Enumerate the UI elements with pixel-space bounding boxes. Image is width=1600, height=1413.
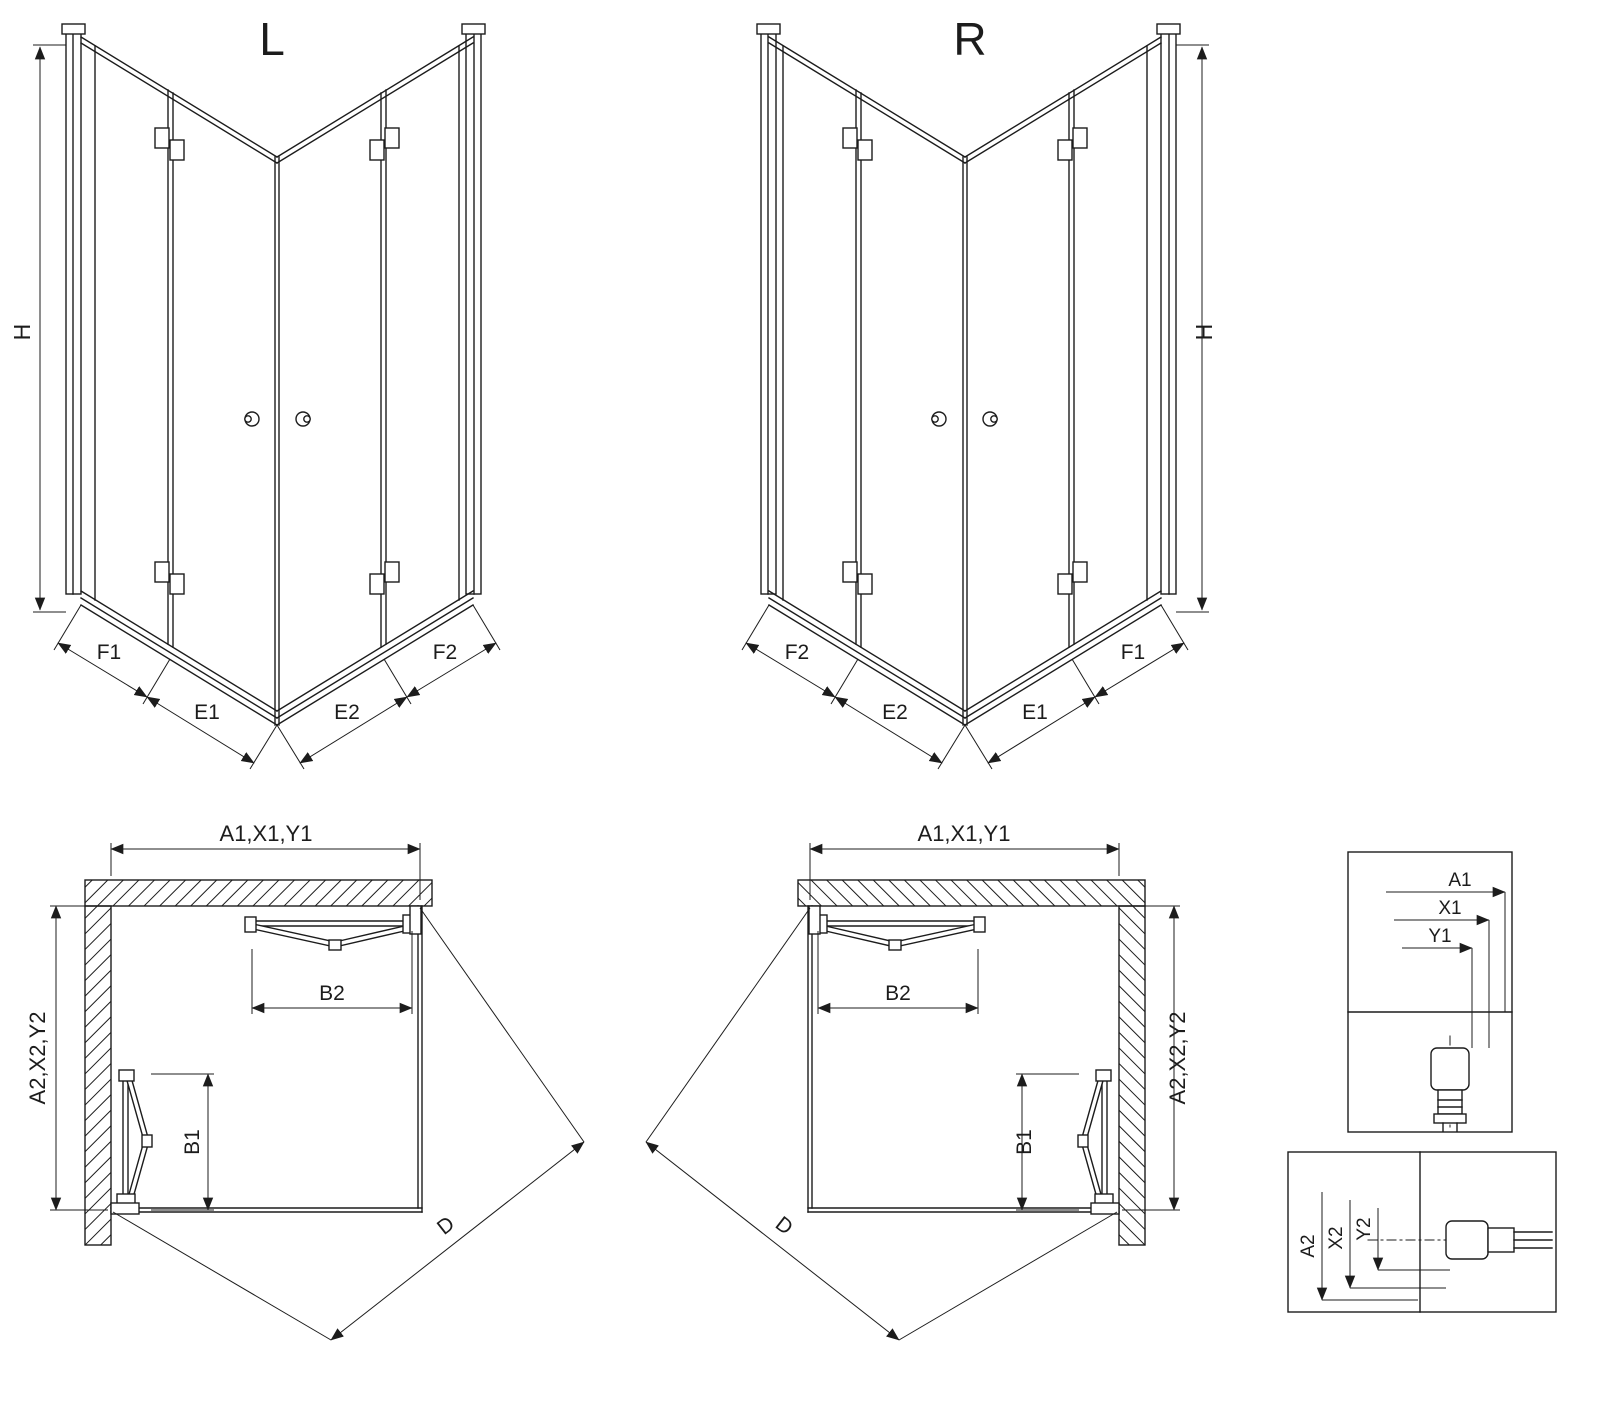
- perspective-view-left: L H F1 E1 E2 F2: [9, 13, 500, 769]
- dim-label-seg4-right: F1: [1121, 641, 1146, 664]
- detail-top-x1-label: X1: [1438, 898, 1461, 919]
- dim-label-seg1-right: F2: [785, 641, 810, 664]
- detail-top-dimensions: [1386, 886, 1506, 1048]
- dim-label-seg2-right: E2: [882, 701, 908, 724]
- detail-top-frame: [1347, 851, 1513, 1133]
- dim-label-seg1-left: F1: [97, 641, 122, 664]
- plan-left-b1-label: B1: [181, 1129, 204, 1155]
- dim-label-height-right: H: [1191, 324, 1217, 341]
- plan-right-b1-label: B1: [1013, 1129, 1036, 1155]
- detail-top-a1-label: A1: [1448, 870, 1471, 891]
- plan-right-depth-label: A2,X2,Y2: [1165, 1012, 1190, 1105]
- detail-bottom-profile: [1367, 1220, 1553, 1260]
- plan-left-b2-label: B2: [319, 982, 345, 1005]
- detail-view-bottom: A2 X2 Y2: [1287, 1151, 1557, 1313]
- detail-bottom-x2-label: X2: [1326, 1226, 1347, 1249]
- view-title-right: R: [953, 13, 986, 65]
- plan-right-diagonal-label: D: [771, 1212, 797, 1239]
- plan-left-depth-label: A2,X2,Y2: [25, 1012, 50, 1105]
- plan-left-geometry: [50, 843, 584, 1340]
- dim-label-height-left: H: [9, 324, 35, 341]
- perspective-view-right: R H F2 E2 E1 F1: [742, 13, 1217, 769]
- detail-bottom-frame: [1287, 1151, 1557, 1313]
- detail-top-profile: [1430, 1035, 1470, 1132]
- view-title-left: L: [259, 13, 285, 65]
- dim-label-seg2-left: E1: [194, 701, 220, 724]
- detail-bottom-dimensions: [1316, 1192, 1450, 1301]
- detail-bottom-a2-label: A2: [1298, 1234, 1319, 1257]
- dim-label-seg3-right: E1: [1022, 701, 1048, 724]
- plan-view-left: A1,X1,Y1 A2,X2,Y2 B2 B1 D: [25, 821, 584, 1340]
- dim-label-seg4-left: F2: [433, 641, 458, 664]
- detail-view-top: A1 X1 Y1: [1347, 851, 1513, 1133]
- plan-right-b2-label: B2: [885, 982, 911, 1005]
- plan-right-width-label: A1,X1,Y1: [918, 821, 1011, 846]
- plan-left-diagonal-label: D: [433, 1212, 459, 1239]
- plan-right-geometry: [646, 843, 1180, 1340]
- detail-top-y1-label: Y1: [1428, 926, 1451, 947]
- detail-bottom-y2-label: Y2: [1354, 1217, 1375, 1240]
- dim-label-seg3-left: E2: [334, 701, 360, 724]
- plan-view-right: A1,X1,Y1 A2,X2,Y2 B2 B1 D: [646, 821, 1190, 1340]
- plan-left-width-label: A1,X1,Y1: [220, 821, 313, 846]
